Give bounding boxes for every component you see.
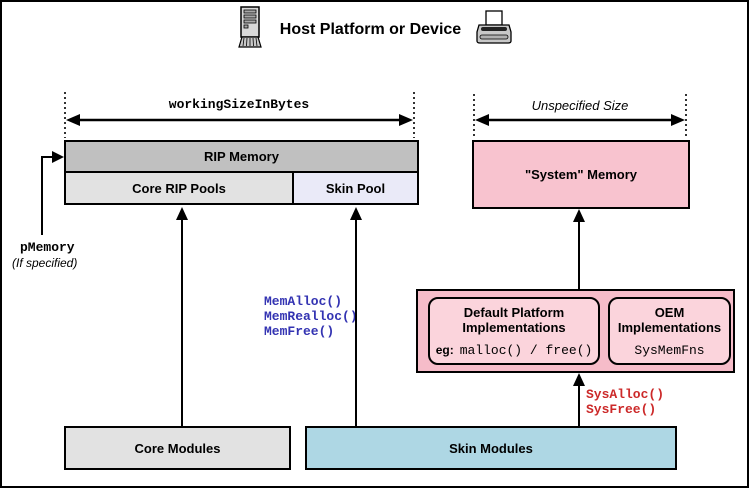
skin-modules-label: Skin Modules: [449, 440, 533, 456]
mem-fn-free: MemFree(): [264, 324, 335, 339]
eg-code: malloc() / free(): [459, 342, 593, 358]
computer-tower-icon: [236, 6, 266, 53]
sys-functions-note: SysAlloc() SysFree(): [586, 387, 664, 417]
unspecified-size-arrowhead-left: [475, 114, 489, 126]
unspecified-size-label: Unspecified Size: [531, 98, 629, 113]
skin-pool-box: Skin Pool: [292, 171, 419, 205]
pmemory-note: (If specified): [12, 256, 78, 270]
pmemory-label: pMemory: [20, 240, 75, 255]
core-rip-pools-box: Core RIP Pools: [64, 171, 294, 205]
default-platform-title-line1: Default Platform: [463, 304, 565, 320]
oem-title-line1: OEM: [654, 304, 685, 320]
skin-impl-arrowhead: [573, 373, 585, 386]
core-modules-arrowhead: [176, 207, 188, 220]
pmemory-arrow: [41, 156, 54, 235]
system-memory-label: "System" Memory: [524, 167, 638, 182]
system-memory-box: "System" Memory: [472, 140, 690, 209]
rip-memory-label: RIP Memory: [204, 149, 279, 164]
skin-modules-box: Skin Modules: [305, 426, 677, 470]
default-platform-implementations-box: Default Platform Implementations eg: mal…: [428, 297, 600, 365]
default-platform-title-line2: Implementations: [462, 319, 566, 335]
oem-code: SysMemFns: [634, 342, 705, 358]
working-size-label: workingSizeInBytes: [168, 97, 310, 112]
core-modules-box: Core Modules: [64, 426, 291, 470]
impl-system-arrowhead: [573, 209, 585, 222]
pmemory-arrowhead: [52, 151, 64, 163]
working-size-arrowhead-left: [66, 114, 80, 126]
oem-title-line2: Implementations: [617, 319, 722, 335]
skin-pool-label: Skin Pool: [325, 180, 386, 196]
eg-label: eg:: [435, 342, 454, 357]
sys-fn-alloc: SysAlloc(): [586, 387, 665, 402]
implementations-group-box: Default Platform Implementations eg: mal…: [416, 289, 735, 373]
printer-icon: [475, 10, 513, 49]
core-rip-pools-label: Core RIP Pools: [132, 180, 226, 196]
default-platform-example: eg: malloc() / free(): [436, 343, 593, 358]
skin-pool-arrowhead: [350, 207, 362, 220]
page-title: Host Platform or Device: [279, 20, 462, 38]
sys-fn-free: SysFree(): [586, 402, 657, 417]
mem-fn-alloc: MemAlloc(): [264, 294, 343, 309]
mem-functions-note: MemAlloc() MemRealloc() MemFree(): [264, 294, 358, 339]
title-row: Host Platform or Device: [2, 6, 747, 53]
mem-fn-realloc: MemRealloc(): [264, 309, 358, 324]
unspecified-size-arrowhead-right: [671, 114, 685, 126]
core-modules-label: Core Modules: [134, 440, 221, 456]
oem-implementations-box: OEM Implementations SysMemFns: [608, 297, 731, 365]
rip-memory-box: RIP Memory: [64, 140, 419, 173]
working-size-arrowhead-right: [399, 114, 413, 126]
